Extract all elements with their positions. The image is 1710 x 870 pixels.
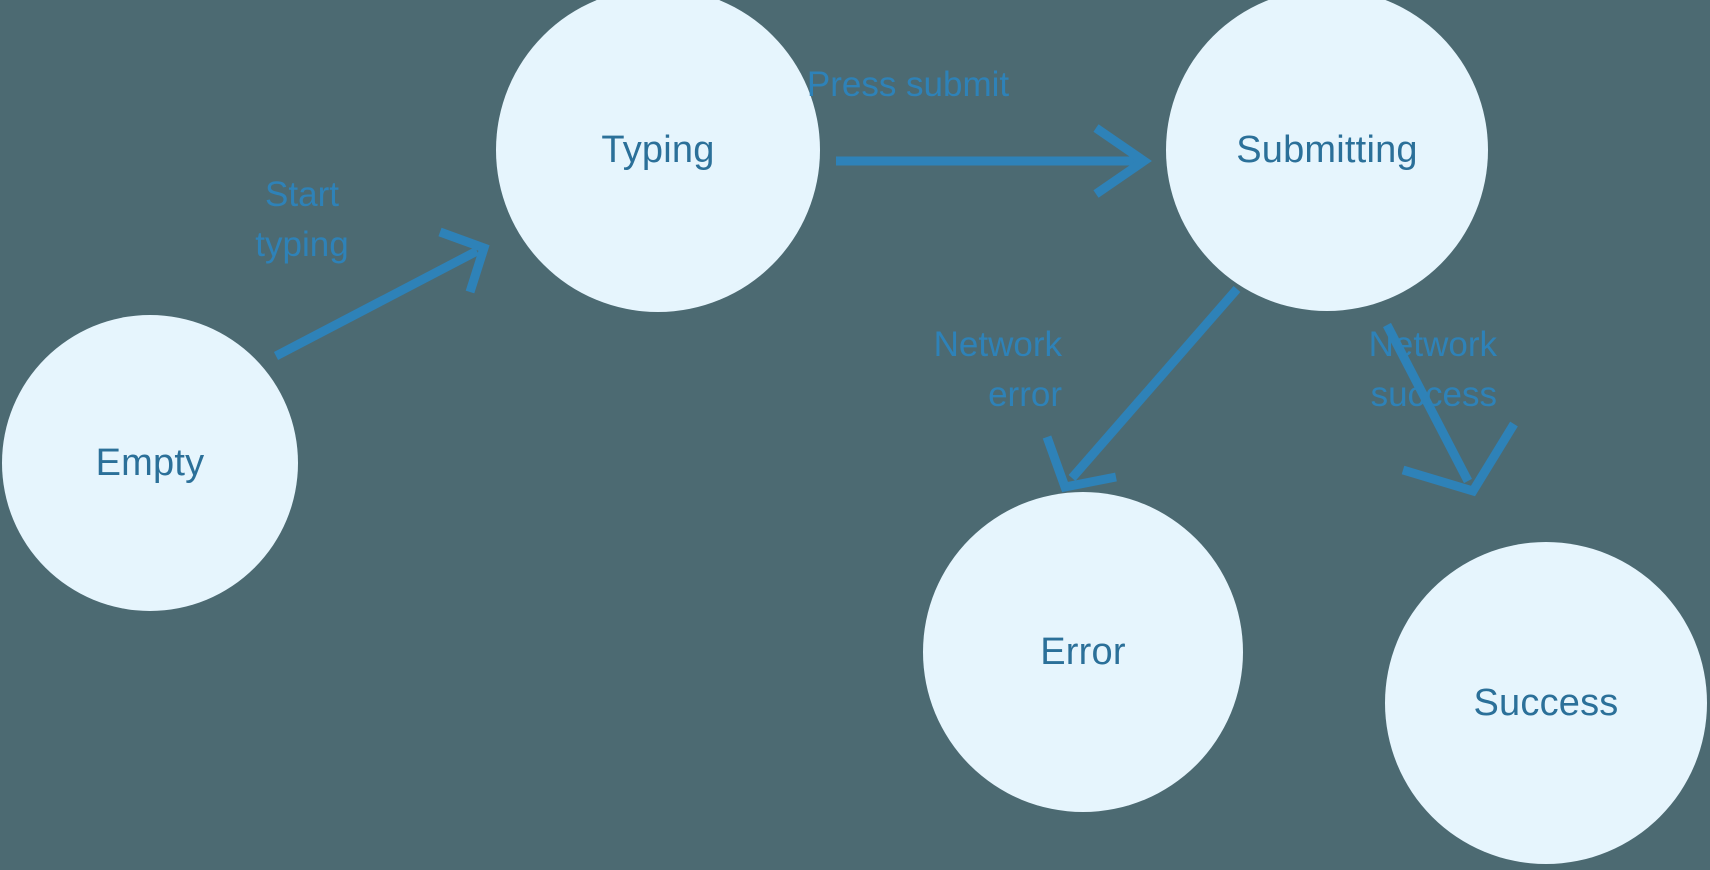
- edge-line-submitting-to-success: [1383, 322, 1472, 484]
- state-node-submitting[interactable]: Submitting: [1166, 0, 1488, 311]
- state-node-typing[interactable]: Typing: [496, 0, 820, 312]
- state-node-success[interactable]: Success: [1385, 542, 1707, 864]
- state-node-empty[interactable]: Empty: [2, 315, 298, 611]
- arrowhead-typing-to-submitting: [1093, 124, 1152, 198]
- state-label-submitting: Submitting: [1236, 129, 1418, 171]
- arrowhead-empty-to-typing: [438, 227, 490, 294]
- edge-empty-to-typing: [273, 227, 490, 360]
- edge-submitting-to-error: [1042, 286, 1241, 493]
- state-label-empty: Empty: [95, 442, 205, 484]
- arrowhead-submitting-to-error: [1042, 435, 1117, 493]
- edge-submitting-to-success: [1383, 322, 1518, 497]
- state-label-success: Success: [1473, 682, 1619, 724]
- arrowhead-submitting-to-success: [1401, 421, 1518, 497]
- edge-line-empty-to-typing: [273, 247, 480, 360]
- state-label-typing: Typing: [601, 129, 715, 171]
- edge-line-submitting-to-error: [1068, 286, 1241, 481]
- state-label-error: Error: [1040, 631, 1126, 673]
- state-node-error[interactable]: Error: [923, 492, 1243, 812]
- edge-typing-to-submitting: [836, 124, 1152, 198]
